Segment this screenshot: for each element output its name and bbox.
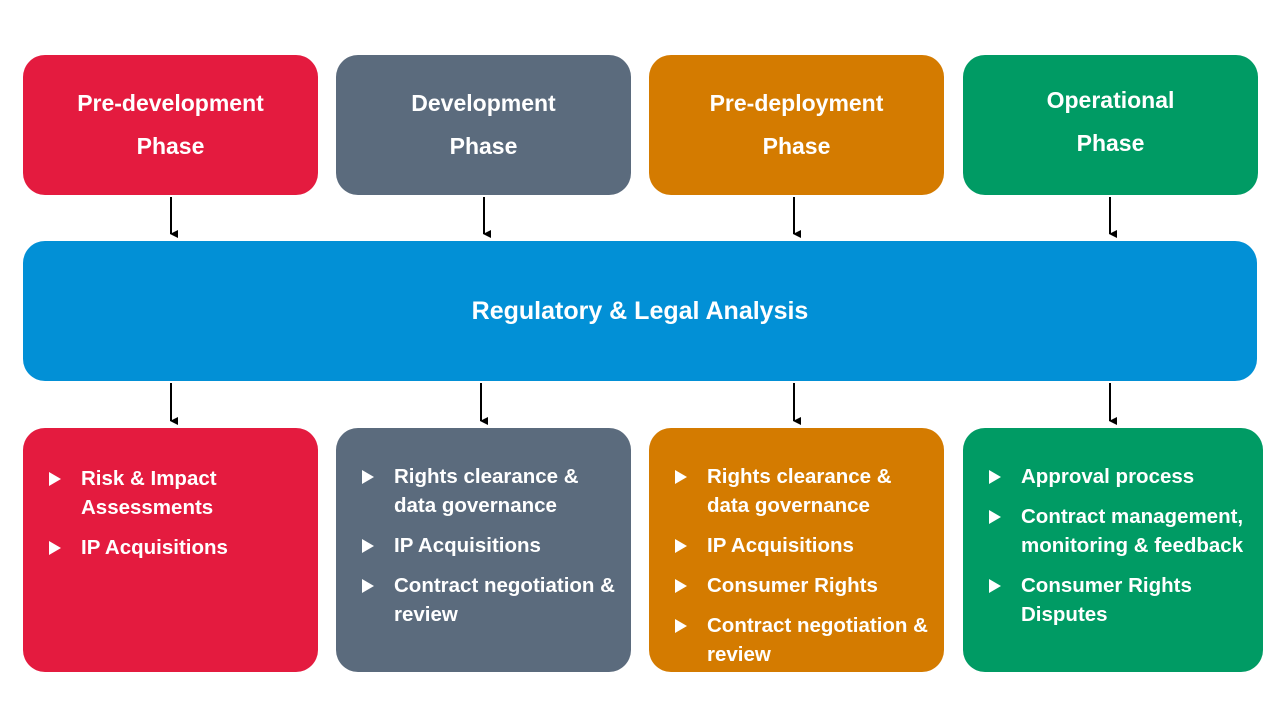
list-item-text: Contract negotiation & review [394,574,615,626]
phase-box-pre-development: Pre-development Phase [23,55,318,195]
phase-box-development: Development Phase [336,55,631,195]
list-item-text: IP Acquisitions [707,534,854,557]
bullet-triangle-icon [362,539,374,553]
list-item-text: IP Acquisitions [81,536,228,559]
list-item: Consumer Rights [675,571,930,600]
list-item: Contract management, monitoring & feedba… [989,502,1249,560]
list-item: IP Acquisitions [675,531,930,560]
list-item: IP Acquisitions [49,533,304,562]
detail-list: Rights clearance & data governance IP Ac… [675,462,930,669]
list-item: Contract negotiation & review [675,611,930,669]
bullet-triangle-icon [989,510,1001,524]
phase-title: Pre-development Phase [77,90,264,159]
bullet-triangle-icon [675,539,687,553]
bullet-triangle-icon [675,579,687,593]
analysis-banner: Regulatory & Legal Analysis [23,241,1257,381]
detail-list: Approval process Contract management, mo… [989,462,1249,629]
detail-box-development: Rights clearance & data governance IP Ac… [336,428,631,672]
bullet-triangle-icon [49,541,61,555]
list-item: Risk & Impact Assessments [49,464,241,522]
list-item: Rights clearance & data governance [675,462,930,520]
list-item: Contract negotiation & review [362,571,617,629]
list-item-text: IP Acquisitions [394,534,541,557]
list-item: Approval process [989,462,1249,491]
list-item-text: Consumer Rights Disputes [1021,574,1192,626]
bullet-triangle-icon [675,619,687,633]
bullet-triangle-icon [989,470,1001,484]
list-item: Consumer Rights Disputes [989,571,1221,629]
phase-title: Operational Phase [1046,87,1175,156]
list-item-text: Consumer Rights [707,574,878,597]
list-item-text: Approval process [1021,465,1195,488]
list-item: Rights clearance & data governance [362,462,617,520]
phase-title: Pre-deployment Phase [709,90,884,159]
detail-list: Rights clearance & data governance IP Ac… [362,462,617,629]
list-item-text: Rights clearance & data governance [707,465,892,517]
detail-box-pre-development: Risk & Impact Assessments IP Acquisition… [23,428,318,672]
bullet-triangle-icon [362,470,374,484]
list-item-text: Contract negotiation & review [707,614,928,666]
detail-box-operational: Approval process Contract management, mo… [963,428,1263,672]
detail-list: Risk & Impact Assessments IP Acquisition… [49,464,304,562]
analysis-title: Regulatory & Legal Analysis [471,296,809,325]
bullet-triangle-icon [989,579,1001,593]
phase-box-pre-deployment: Pre-deployment Phase [649,55,944,195]
phase-box-operational: Operational Phase [963,55,1258,195]
list-item: IP Acquisitions [362,531,617,560]
list-item-text: Risk & Impact Assessments [81,467,217,519]
bullet-triangle-icon [675,470,687,484]
list-item-text: Contract management, monitoring & feedba… [1021,505,1244,557]
detail-box-pre-deployment: Rights clearance & data governance IP Ac… [649,428,944,672]
phase-title: Development Phase [411,90,556,159]
bullet-triangle-icon [49,472,61,486]
bullet-triangle-icon [362,579,374,593]
list-item-text: Rights clearance & data governance [394,465,579,517]
